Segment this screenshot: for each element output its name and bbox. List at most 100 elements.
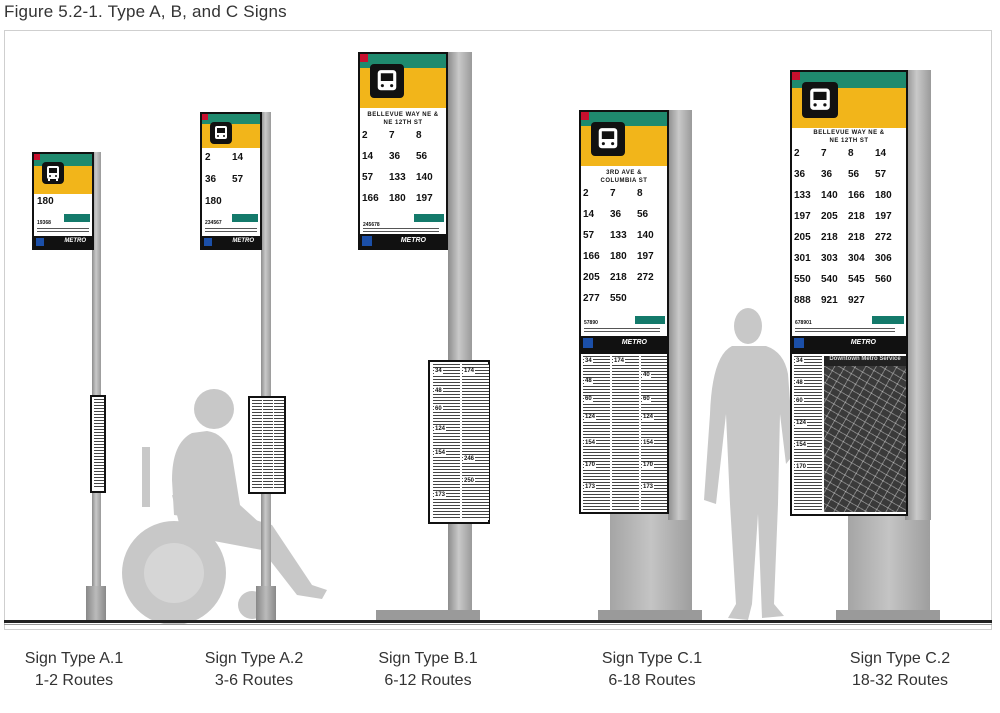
route-number: 197 — [794, 211, 811, 222]
route-grid-c1: 2 7 8 14 36 56 57 133 140 166 180 197 20… — [583, 188, 665, 318]
caption-route-range: 18-32 Routes — [851, 672, 949, 689]
route-number: 550 — [610, 293, 627, 304]
sign-c2: BELLEVUE WAY NE & NE 12TH ST 2 7 8 14 36… — [790, 70, 908, 352]
route-number: 272 — [875, 232, 892, 243]
route-number: 36 — [389, 151, 401, 162]
schedule-route-label: 60 — [795, 398, 804, 404]
caption-route-range: 3-6 Routes — [214, 672, 294, 689]
kiosk-body-c1 — [610, 512, 692, 612]
schedule-route-label: 170 — [642, 462, 655, 468]
route-number: 180 — [389, 193, 406, 204]
route-number: 166 — [848, 190, 865, 201]
metro-logo: METRO — [850, 339, 876, 346]
schedule-route-label: 154 — [795, 442, 808, 448]
metro-logo: METRO — [64, 238, 86, 244]
schedule-route-label: 60 — [584, 396, 593, 402]
route-number: 140 — [416, 172, 433, 183]
route-number: 7 — [610, 188, 616, 199]
schedule-route-label: 173 — [642, 484, 655, 490]
route-number: 921 — [821, 295, 838, 306]
route-number: 57 — [583, 230, 595, 241]
pole-a2 — [261, 112, 271, 620]
stop-name-line-2: NE 12TH ST — [383, 120, 423, 126]
realtime-tag — [232, 214, 258, 222]
pole-base-a2 — [256, 586, 276, 620]
route-number: 277 — [583, 293, 600, 304]
metro-logo: METRO — [621, 339, 647, 346]
schedule-route-label: 173 — [584, 484, 597, 490]
route-number: 56 — [416, 151, 428, 162]
realtime-tag — [635, 316, 665, 324]
route-number: 166 — [583, 251, 600, 262]
route-number: 2 — [583, 188, 589, 199]
sign-c1: 3RD AVE & COLUMBIA ST 2 7 8 14 36 56 57 … — [579, 110, 669, 352]
stop-id: 57890 — [584, 320, 598, 326]
stop-id: 678901 — [795, 320, 812, 326]
wheelchair-icon — [794, 338, 804, 348]
route-number: 56 — [848, 169, 860, 180]
schedule-route-label: 34 — [584, 358, 593, 364]
stop-name-line-1: BELLEVUE WAY NE & — [813, 130, 885, 136]
route-number: 36 — [794, 169, 806, 180]
route-number: 57 — [232, 174, 244, 185]
info-text — [363, 228, 439, 234]
route-number: 7 — [389, 130, 395, 141]
caption-sign-type: Sign Type C.1 — [601, 650, 703, 667]
wheelchair-icon — [36, 238, 44, 246]
pole-base-a1 — [86, 586, 106, 620]
stop-name-line-1: 3RD AVE & — [606, 170, 642, 176]
route-number: 14 — [232, 152, 244, 163]
stop-id: 19368 — [37, 220, 51, 226]
route-number: 218 — [821, 232, 838, 243]
bus-icon — [42, 162, 64, 184]
schedule-route-label: 124 — [584, 414, 597, 420]
route-number: 545 — [848, 274, 865, 285]
route-number: 36 — [610, 209, 622, 220]
route-number: 140 — [637, 230, 654, 241]
route-number: 306 — [875, 253, 892, 264]
caption-c1: Sign Type C.1 6-18 Routes — [572, 648, 732, 692]
route-number: 133 — [794, 190, 811, 201]
caption-c2: Sign Type C.2 18-32 Routes — [820, 648, 980, 692]
route-number: 14 — [875, 148, 887, 159]
schedule-route-label: 124 — [642, 414, 655, 420]
route-grid-c2: 2 7 8 14 36 36 56 57 133 140 166 180 197… — [794, 148, 904, 318]
schedule-route-label: 250 — [463, 478, 476, 484]
route-number: 888 — [794, 295, 811, 306]
info-text — [37, 228, 89, 234]
schedule-route-label: 173 — [434, 492, 447, 498]
route-number: 301 — [794, 253, 811, 264]
bus-icon — [370, 64, 404, 98]
caption-route-range: 6-18 Routes — [608, 672, 696, 689]
bus-icon — [591, 122, 625, 156]
route-number: 36 — [205, 174, 217, 185]
schedule-route-label: 246 — [463, 456, 476, 462]
wheelchair-icon — [583, 338, 593, 348]
route-number: 180 — [205, 196, 222, 207]
schedule-route-label: 48 — [584, 378, 593, 384]
bus-icon — [210, 122, 232, 144]
ground-line-shadow — [4, 624, 992, 625]
pole-base-b1 — [376, 610, 480, 620]
route-number: 2 — [794, 148, 800, 159]
schedule-route-label: 154 — [642, 440, 655, 446]
realtime-tag — [872, 316, 904, 324]
route-number: 56 — [637, 209, 649, 220]
caption-a1: Sign Type A.1 1-2 Routes — [0, 648, 154, 692]
pole-c2 — [905, 70, 931, 520]
route-number: 304 — [848, 253, 865, 264]
route-number: 2 — [205, 152, 211, 163]
pole-base-c2 — [836, 610, 940, 620]
caption-sign-type: Sign Type C.2 — [849, 650, 951, 667]
info-text — [795, 328, 895, 334]
route-number: 133 — [389, 172, 406, 183]
route-number: 218 — [848, 232, 865, 243]
schedule-route-label: 174 — [613, 358, 626, 364]
schedule-route-label: 48 — [795, 380, 804, 386]
metro-logo: METRO — [232, 238, 254, 244]
schedule-route-label: 124 — [434, 426, 447, 432]
stop-name-line-2: COLUMBIA ST — [600, 178, 648, 184]
schedule-holder-a1 — [90, 395, 106, 493]
route-number: 14 — [583, 209, 595, 220]
sign-b1: BELLEVUE WAY NE & NE 12TH ST 2 7 8 14 36… — [358, 52, 448, 250]
